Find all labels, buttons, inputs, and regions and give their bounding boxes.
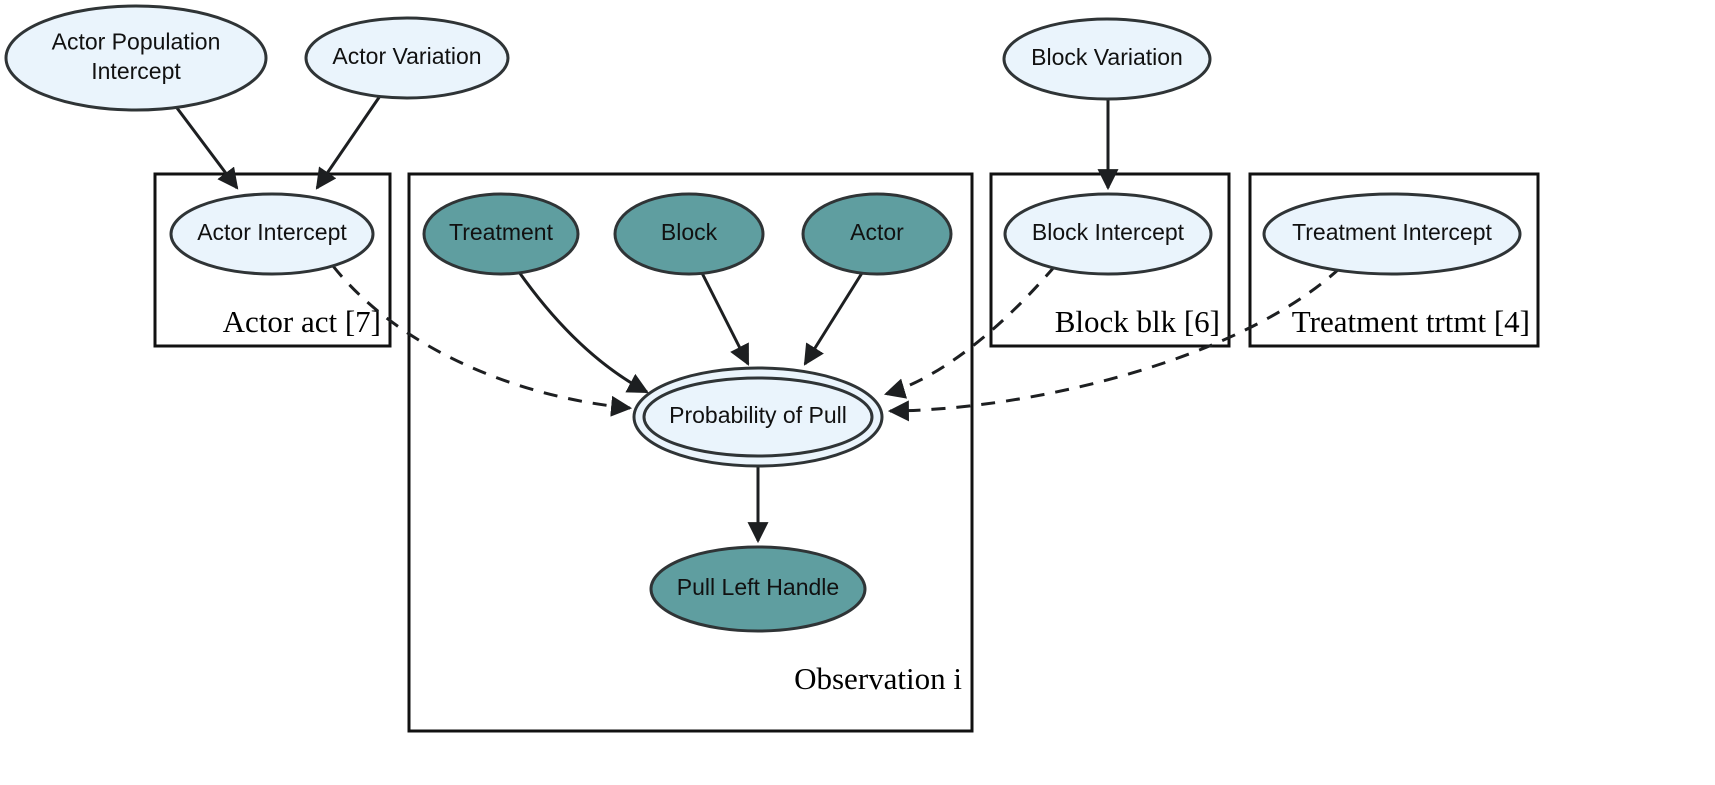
plate-actor-plate: Actor act [7] xyxy=(153,172,392,348)
node-ellipse xyxy=(1002,17,1212,101)
edge-actor-to-probability-of-pull xyxy=(803,272,864,366)
plate-observation-plate: Observation i xyxy=(407,172,974,733)
node-ellipse xyxy=(4,4,268,112)
edges-layer xyxy=(172,95,1342,544)
node-label: Treatment xyxy=(449,219,554,245)
node-label: Block xyxy=(661,219,718,245)
edge-actor-population-intercept-to-actor-intercept xyxy=(172,103,239,190)
plate-border xyxy=(407,172,974,733)
plate-label: Block blk [6] xyxy=(1055,304,1220,339)
node-label: Block Intercept xyxy=(1032,219,1185,245)
plate-border xyxy=(1248,172,1540,348)
edge-actor-variation-to-actor-intercept xyxy=(315,95,382,190)
plate-block-plate: Block blk [6] xyxy=(989,172,1231,348)
plate-treatment-plate: Treatment trtmt [4] xyxy=(1248,172,1540,348)
node-actor[interactable]: Actor xyxy=(801,192,953,276)
node-actor-intercept[interactable]: Actor Intercept xyxy=(169,192,375,276)
node-ellipse xyxy=(642,376,874,458)
edge-treatment-to-probability-of-pull xyxy=(517,271,649,394)
node-label: Actor Population xyxy=(52,28,221,54)
plates-layer: Actor act [7] Observation i Block blk [6] T… xyxy=(153,172,1540,733)
node-actor-variation[interactable]: Actor Variation xyxy=(304,16,510,100)
node-ellipse xyxy=(649,545,867,633)
node-block-variation[interactable]: Block Variation xyxy=(1002,17,1212,101)
plate-label: Observation i xyxy=(794,661,962,696)
node-label: Block Variation xyxy=(1031,44,1183,70)
node-label: Actor Intercept xyxy=(197,219,347,245)
node-treatment-intercept[interactable]: Treatment Intercept xyxy=(1262,192,1522,276)
node-block-intercept[interactable]: Block Intercept xyxy=(1003,192,1213,276)
plate-label: Actor act [7] xyxy=(223,304,381,339)
node-label: Actor xyxy=(850,219,904,245)
node-label: Intercept xyxy=(91,58,181,84)
plate-label: Treatment trtmt [4] xyxy=(1292,304,1530,339)
node-label: Probability of Pull xyxy=(669,402,847,428)
node-treatment[interactable]: Treatment xyxy=(422,192,580,276)
plate-border xyxy=(153,172,392,348)
node-probability-of-pull[interactable]: Probability of Pull xyxy=(632,366,884,468)
edge-block-to-probability-of-pull xyxy=(700,272,750,366)
node-ellipse xyxy=(613,192,765,276)
node-pull-left-handle[interactable]: Pull Left Handle xyxy=(649,545,867,633)
node-block[interactable]: Block xyxy=(613,192,765,276)
node-ellipse xyxy=(1003,192,1213,276)
node-ellipse xyxy=(422,192,580,276)
node-ellipse xyxy=(169,192,375,276)
node-label: Pull Left Handle xyxy=(677,574,839,600)
node-ellipse xyxy=(801,192,953,276)
node-label: Treatment Intercept xyxy=(1292,219,1492,245)
edge-treatment-intercept-to-probability-of-pull xyxy=(887,266,1342,422)
node-ellipse xyxy=(1262,192,1522,276)
node-label: Actor Variation xyxy=(332,43,481,69)
node-ellipse xyxy=(304,16,510,100)
edge-block-intercept-to-probability-of-pull xyxy=(883,265,1057,399)
